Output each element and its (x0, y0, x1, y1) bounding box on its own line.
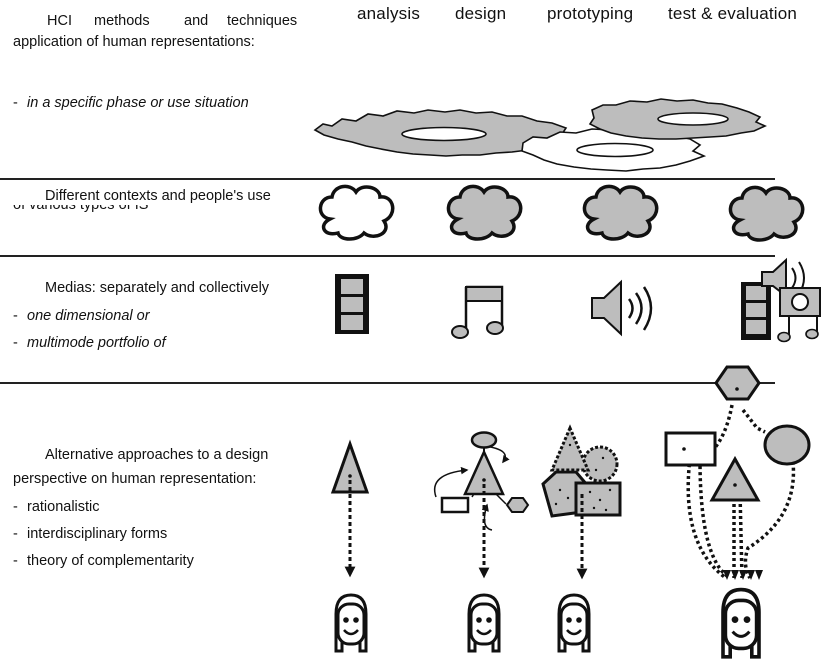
column-header-analysis: analysis (357, 4, 421, 23)
column-header-prototyping: prototyping (547, 4, 634, 23)
human-face-icon (557, 593, 591, 653)
methods-heading-word-1: HCI (47, 13, 72, 29)
approaches-item-rationalistic: rationalistic (27, 499, 100, 515)
cloud-icon (318, 184, 395, 241)
rectangle-icon (664, 431, 717, 467)
triangle-icon (330, 439, 370, 494)
ellipse-icon (470, 431, 498, 449)
approaches-heading-line-2: perspective on human representation: (13, 471, 257, 487)
cloud-icon (582, 184, 659, 241)
multimedia-collage-icon (741, 257, 821, 343)
arrowheads (723, 570, 763, 580)
gear-icon (588, 98, 767, 140)
rectangle-icon (440, 496, 470, 514)
methods-bullet: - (13, 95, 18, 111)
ellipse-icon (763, 424, 811, 466)
contexts-heading-clipped: of various types of IS (13, 205, 303, 215)
approaches-bullet-1: - (13, 499, 18, 515)
media-item-one-dimensional: one dimensional or (27, 308, 150, 324)
methods-heading-word-2: methods (94, 13, 150, 29)
column-header-test-evaluation: test & evaluation (668, 4, 798, 23)
human-face-icon (721, 587, 761, 659)
hexagon-icon (505, 497, 530, 513)
methods-heading-word-3: and (184, 13, 209, 29)
section-divider-1 (0, 178, 775, 180)
approaches-bullet-3: - (13, 553, 18, 569)
dotted-path (741, 408, 766, 434)
human-face-icon (467, 593, 501, 653)
connector-arrow (481, 503, 493, 531)
human-face-icon (334, 593, 368, 653)
media-item-multimode: multimode portfolio of (27, 335, 166, 351)
approaches-heading-line-1: Alternative approaches to a design (45, 447, 269, 463)
contexts-heading-cut-text: of various types of IS (13, 205, 149, 213)
media-bullet-2: - (13, 335, 18, 351)
media-bullet-1: - (13, 308, 18, 324)
approaches-item-complementarity: theory of complementarity (27, 553, 194, 569)
dotted-path (738, 491, 744, 579)
cloud-icon (728, 185, 805, 242)
music-note-icon (451, 285, 504, 339)
dotted-path (686, 457, 728, 580)
connector-arrow (433, 466, 469, 498)
approaches-item-interdisciplinary: interdisciplinary forms (27, 526, 168, 542)
overlapping-shapes-icon (541, 424, 622, 518)
methods-heading-word-4: techniques (227, 13, 298, 29)
approaches-bullet-2: - (13, 526, 18, 542)
hexagon-icon (714, 365, 761, 401)
column-header-design: design (455, 4, 507, 23)
connector-line (495, 493, 507, 505)
section-divider-3 (0, 382, 775, 384)
film-strip-icon (335, 274, 369, 334)
dotted-path (698, 404, 734, 580)
methods-heading-line-2: application of human representations: (13, 34, 255, 50)
methods-item-specific-phase: in a specific phase or use situation (27, 95, 249, 111)
cloud-icon (446, 184, 523, 241)
gear-icon (313, 109, 572, 157)
speaker-icon (591, 279, 653, 337)
dotted-path (743, 443, 796, 579)
triangle-icon (709, 455, 761, 502)
media-heading: Medias: separately and collectively (45, 280, 270, 296)
section-divider-2 (0, 255, 775, 257)
contexts-heading: Different contexts and people's use (45, 188, 271, 204)
